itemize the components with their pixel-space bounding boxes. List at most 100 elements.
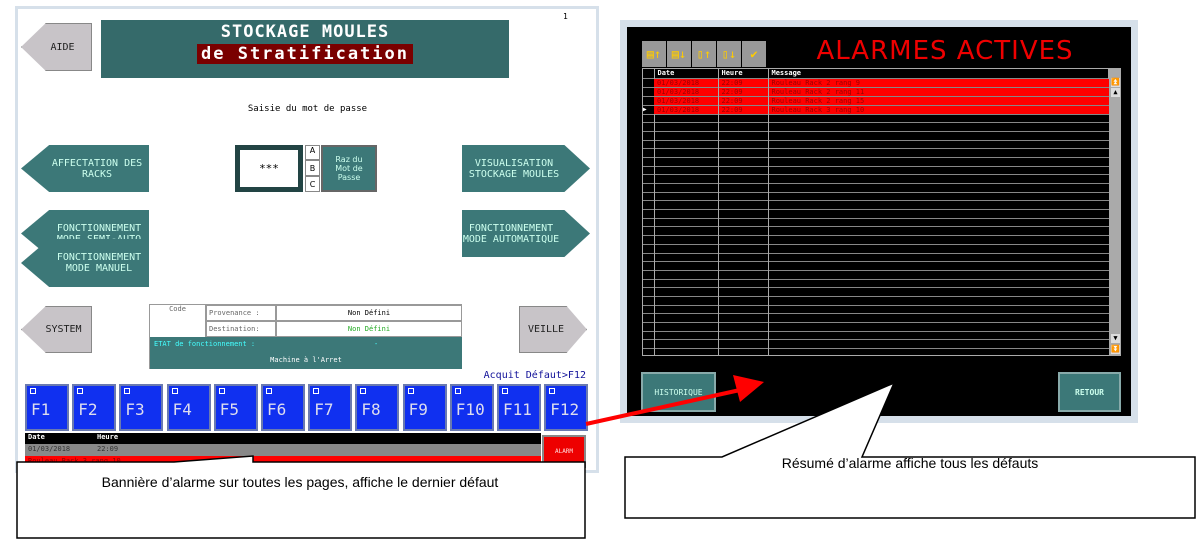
row-heure: 22:09 bbox=[718, 105, 769, 114]
sort-up-icon[interactable]: ▤↑ bbox=[642, 41, 666, 67]
nav-mode-manuel[interactable]: FONCTIONNEMENT MODE MANUEL bbox=[21, 239, 149, 287]
page-up-icon[interactable]: ▯↑ bbox=[692, 41, 716, 67]
fkey-f8[interactable]: F8 bbox=[355, 384, 400, 431]
row-date: 01/03/2018 bbox=[654, 78, 719, 87]
fkey-label: F9 bbox=[408, 400, 428, 419]
fkey-label: F2 bbox=[78, 400, 98, 419]
column-header[interactable]: Message bbox=[768, 69, 1109, 78]
password-input[interactable]: *** bbox=[240, 150, 298, 187]
fkey-indicator bbox=[454, 388, 461, 394]
etat-value: Machine à l'Arret bbox=[270, 356, 342, 364]
table-row-empty bbox=[643, 148, 1109, 158]
callout-left-text: Bannière d’alarme sur toutes les pages, … bbox=[101, 474, 499, 490]
callout-right-text: Résumé d’alarme affiche tous les défauts bbox=[781, 455, 1039, 471]
fkey-f10[interactable]: F10 bbox=[449, 384, 494, 431]
sort-down-icon[interactable]: ▤↓ bbox=[667, 41, 691, 67]
fkey-indicator bbox=[360, 388, 367, 394]
provenance-label: Provenance : bbox=[206, 305, 276, 321]
row-message: Rouleau Rack 2 rang 15 bbox=[771, 96, 865, 105]
destination-value: Non Défini bbox=[276, 321, 462, 337]
table-row-empty bbox=[643, 114, 1109, 123]
table-row-empty bbox=[643, 253, 1109, 262]
historique-button[interactable]: HISTORIQUE bbox=[641, 372, 716, 412]
scroll-down-icon[interactable]: ▼ bbox=[1111, 334, 1120, 343]
fkey-f1[interactable]: F1 bbox=[25, 384, 69, 431]
fkey-f4[interactable]: F4 bbox=[166, 384, 211, 431]
table-row-empty bbox=[643, 140, 1109, 149]
retour-button[interactable]: RETOUR bbox=[1058, 372, 1121, 412]
raz-password-button[interactable]: Raz du Mot de Passe bbox=[321, 145, 377, 192]
banner-heure-header: Heure bbox=[97, 433, 119, 441]
fkey-label: F4 bbox=[172, 400, 192, 419]
option-c[interactable]: C bbox=[305, 176, 320, 192]
abc-selector: A B C bbox=[305, 145, 320, 192]
fkey-f7[interactable]: F7 bbox=[308, 384, 353, 431]
row-marker: ▶ bbox=[643, 105, 654, 114]
banner-heure: 22:09 bbox=[97, 445, 119, 453]
password-field-frame: *** bbox=[235, 145, 303, 192]
fkey-f3[interactable]: F3 bbox=[119, 384, 164, 431]
table-row-empty bbox=[643, 235, 1109, 245]
page-down-icon[interactable]: ▯↓ bbox=[717, 41, 741, 67]
scroll-top-icon[interactable]: ⏫ bbox=[1111, 78, 1120, 87]
table-row-empty bbox=[643, 313, 1109, 323]
title-line1: STOCKAGE MOULES bbox=[220, 22, 390, 42]
acknowledge-icon[interactable]: ✔ bbox=[742, 41, 766, 67]
row-date: 01/03/2018 bbox=[654, 87, 719, 96]
column-header[interactable]: Date bbox=[654, 69, 719, 78]
fkey-indicator bbox=[77, 388, 84, 394]
table-row-empty bbox=[643, 331, 1109, 340]
etat-dash: - bbox=[374, 340, 379, 348]
destination-label: Destination: bbox=[206, 321, 276, 337]
fkey-label: F1 bbox=[31, 400, 51, 419]
nav-mode-automatique[interactable]: FONCTIONNEMENT MODE AUTOMATIQUE bbox=[462, 210, 590, 257]
fkey-indicator bbox=[313, 388, 320, 394]
etat-label: ETAT de fonctionnement : bbox=[154, 340, 256, 348]
fkey-f12[interactable]: F12 bbox=[544, 384, 589, 431]
table-row-empty bbox=[643, 183, 1109, 193]
code-label: Code bbox=[150, 305, 206, 337]
fkey-label: F5 bbox=[219, 400, 240, 419]
scroll-bottom-icon[interactable]: ⏬ bbox=[1111, 345, 1120, 354]
red-arrow-line bbox=[585, 388, 741, 426]
option-b[interactable]: B bbox=[305, 160, 320, 176]
table-row-empty bbox=[643, 209, 1109, 219]
column-header[interactable]: Heure bbox=[718, 69, 769, 78]
fkey-label: F12 bbox=[550, 400, 580, 419]
row-marker bbox=[643, 96, 654, 105]
fkey-label: F8 bbox=[361, 400, 381, 419]
row-message: Rouleau Rack 2 rang 11 bbox=[771, 87, 865, 96]
table-row-empty bbox=[643, 305, 1109, 314]
scroll-up-icon[interactable]: ▲ bbox=[1111, 88, 1120, 97]
fkey-indicator bbox=[407, 388, 414, 394]
fkey-f9[interactable]: F9 bbox=[402, 384, 447, 431]
fkey-f2[interactable]: F2 bbox=[72, 384, 117, 431]
table-row-empty bbox=[643, 200, 1109, 210]
fkey-f11[interactable]: F11 bbox=[497, 384, 541, 431]
table-row-empty bbox=[643, 287, 1109, 297]
alarm-scrollbar[interactable]: ⏫ ▲ ▼ ⏬ bbox=[1110, 68, 1121, 356]
fkey-indicator bbox=[124, 388, 131, 394]
row-heure: 22:09 bbox=[718, 78, 769, 87]
alarm-toolbar: ▤↑▤↓▯↑▯↓✔ bbox=[642, 41, 766, 67]
nav-visualisation-stockage[interactable]: VISUALISATION STOCKAGE MOULES bbox=[462, 145, 590, 192]
banner-date: 01/03/2018 bbox=[28, 445, 71, 453]
fkey-label: F10 bbox=[455, 400, 485, 419]
fkey-indicator bbox=[266, 388, 272, 394]
fkey-indicator bbox=[30, 388, 36, 394]
fkey-f6[interactable]: F6 bbox=[261, 384, 305, 431]
banner-date-header: Date bbox=[28, 433, 45, 441]
option-a[interactable]: A bbox=[305, 145, 320, 160]
page-title: STOCKAGE MOULES de Stratification bbox=[101, 20, 509, 78]
table-row-empty bbox=[643, 296, 1109, 306]
nav-affectation-racks[interactable]: AFFECTATION DES RACKS bbox=[21, 145, 149, 192]
status-panel: Code Provenance : Non Défini Destination… bbox=[149, 304, 462, 369]
table-row-empty bbox=[643, 218, 1109, 227]
fkey-f5[interactable]: F5 bbox=[213, 384, 258, 431]
